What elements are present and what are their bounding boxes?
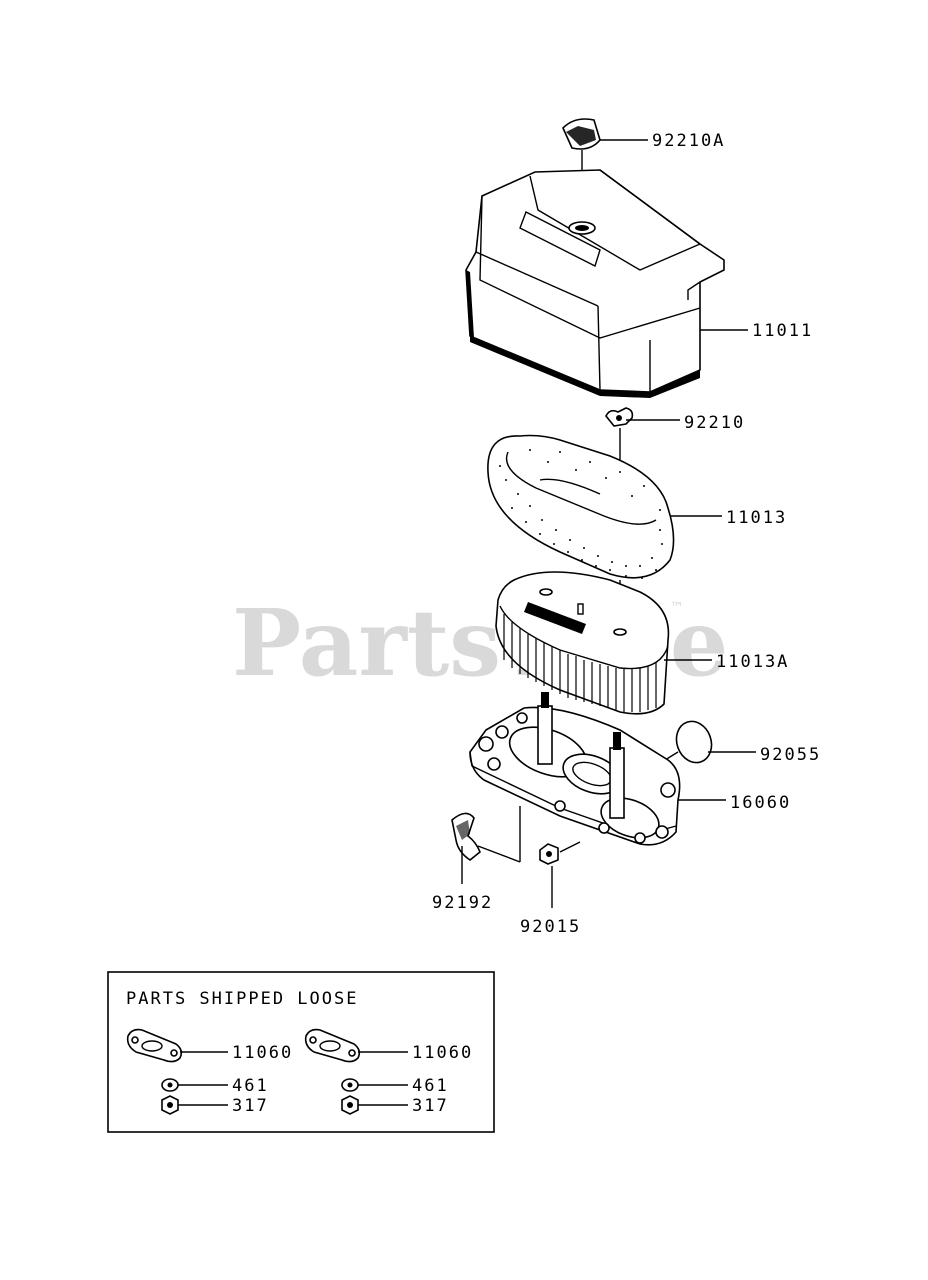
part-hose-92192[interactable] [451,806,521,884]
callout-92055[interactable]: 92055 [760,745,821,765]
part-base-16060[interactable] [469,692,726,846]
callout-16060[interactable]: 16060 [730,793,791,813]
loose-right-nut[interactable]: 317 [412,1096,449,1116]
part-knob-92210A[interactable] [562,118,648,225]
loose-left-gasket[interactable]: 11060 [232,1043,293,1063]
part-pre-cleaner-11013[interactable] [487,434,722,633]
callout-11013[interactable]: 11013 [726,508,787,528]
loose-group-right[interactable] [304,1028,408,1115]
part-cover-11011[interactable] [465,169,748,398]
watermark-trademark: ™ [670,600,684,616]
loose-group-left[interactable] [126,1028,228,1115]
callout-92192[interactable]: 92192 [432,893,493,913]
loose-right-washer[interactable]: 461 [412,1076,449,1096]
loose-right-gasket[interactable]: 11060 [412,1043,473,1063]
loose-left-nut[interactable]: 317 [232,1096,269,1116]
part-nut-92015[interactable] [539,841,581,908]
loose-left-washer[interactable]: 461 [232,1076,269,1096]
callout-11013A[interactable]: 11013A [716,652,789,672]
callout-92015[interactable]: 92015 [520,917,581,937]
part-element-11013A[interactable] [495,571,712,715]
callout-92210[interactable]: 92210 [684,413,745,433]
callout-11011[interactable]: 11011 [752,321,813,341]
callout-92210A[interactable]: 92210A [652,131,725,151]
loose-parts-title: PARTS SHIPPED LOOSE [126,989,358,1009]
part-wing-nut-92210[interactable] [605,407,680,505]
